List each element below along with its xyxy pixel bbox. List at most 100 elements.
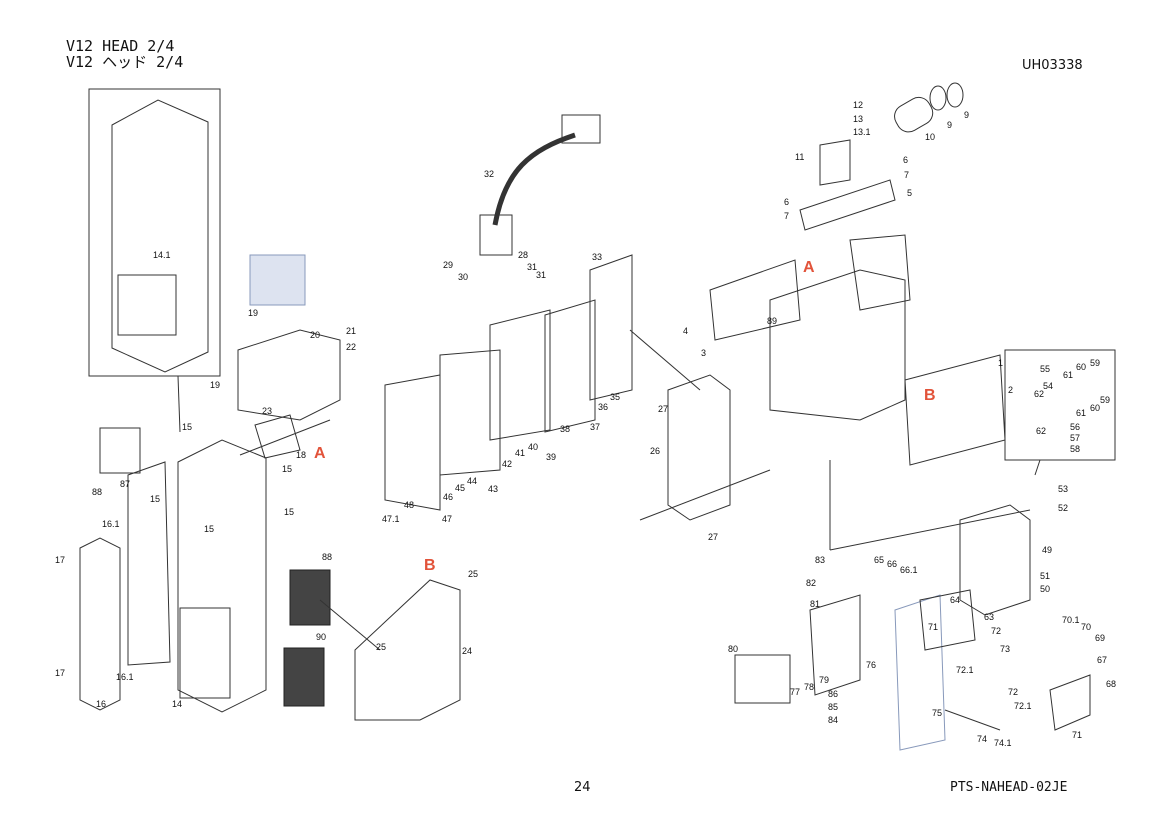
callout: 47 (442, 514, 452, 524)
detail-inset-right (1004, 349, 1116, 461)
callout: 30 (458, 272, 468, 282)
frame-24 (354, 579, 461, 721)
callout: 14.1 (153, 250, 171, 260)
callout: 72 (1008, 687, 1018, 697)
callout: 68 (1106, 679, 1116, 689)
callout: 90 (316, 632, 326, 642)
callout: 71 (928, 622, 938, 632)
cable-connector-top (561, 114, 601, 144)
callout: 50 (1040, 584, 1050, 594)
callout: 60 (1076, 362, 1086, 372)
callout: 84 (828, 715, 838, 725)
pcb-37 (544, 299, 596, 433)
callout: 27 (658, 404, 668, 414)
shaft-74 (944, 709, 1001, 731)
callout: 62 (1036, 426, 1046, 436)
pcb-47 (384, 374, 441, 511)
callout: 18 (296, 450, 306, 460)
callout: 26 (650, 446, 660, 456)
callout: 17 (55, 555, 65, 565)
callout: 57 (1070, 433, 1080, 443)
callout: 69 (1095, 633, 1105, 643)
callout: 62 (1034, 389, 1044, 399)
callout: 22 (346, 342, 356, 352)
callout: 73 (1000, 644, 1010, 654)
head-upper (849, 234, 911, 311)
callout: 76 (866, 660, 876, 670)
callout: 86 (828, 689, 838, 699)
pcb-33 (589, 254, 633, 401)
bracket-68 (1049, 674, 1091, 731)
callout: 71 (1072, 730, 1082, 740)
ring-9b (946, 82, 964, 108)
cover-1 (904, 354, 1006, 466)
detail-leader-right (1034, 459, 1041, 476)
pcb-39 (489, 309, 551, 441)
bracket-5 (799, 179, 896, 231)
callout: 31 (536, 270, 546, 280)
callout: 41 (515, 448, 525, 458)
callout: 89 (767, 316, 777, 326)
callout: 9 (947, 120, 952, 130)
callout: 55 (1040, 364, 1050, 374)
callout: 7 (904, 170, 909, 180)
callout: 85 (828, 702, 838, 712)
callout: 60 (1090, 403, 1100, 413)
title-ja: V12 ヘッド 2/4 (66, 53, 184, 71)
housing-window (179, 607, 231, 699)
callout: 1 (998, 358, 1003, 368)
callout: 36 (598, 402, 608, 412)
housing-frame (177, 439, 267, 713)
callout-labels: 14.1 15 15 15 15 15 16 16.1 16.1 17 17 1… (55, 100, 1116, 748)
callout: 15 (150, 494, 160, 504)
callout: 54 (1043, 381, 1053, 391)
callout: 61 (1076, 408, 1086, 418)
leader-5 (829, 509, 1031, 551)
bracket-20 (237, 329, 341, 421)
callout: 61 (1063, 370, 1073, 380)
detail-inset-box (88, 88, 221, 377)
document-ref: PTS-NAHEAD-02JE (950, 780, 1068, 795)
callout: 23 (262, 406, 272, 416)
pcb-43 (439, 349, 501, 476)
callout: 75 (932, 708, 942, 718)
callout: 24 (462, 646, 472, 656)
label-88 (289, 569, 331, 626)
callout: 21 (346, 326, 356, 336)
callout: 4 (683, 326, 688, 336)
callout: 15 (284, 507, 294, 517)
callout: 58 (1070, 444, 1080, 454)
callout: 59 (1100, 395, 1110, 405)
callout: 80 (728, 644, 738, 654)
callout: 15 (182, 422, 192, 432)
callout: 25 (468, 569, 478, 579)
callout: 19 (248, 308, 258, 318)
ref-mark-a-left: A (314, 445, 326, 462)
leader-1 (319, 599, 381, 651)
callout: 74.1 (994, 738, 1012, 748)
callout: 2 (1008, 385, 1013, 395)
detail-bracket (111, 99, 209, 373)
callout: 29 (443, 260, 453, 270)
cover-3 (709, 259, 801, 341)
callout: 42 (502, 459, 512, 469)
head-body (769, 269, 906, 421)
callout: 11 (795, 152, 804, 162)
callout: 33 (592, 252, 602, 262)
bracket-11 (819, 139, 851, 186)
callout: 40 (528, 442, 538, 452)
ring-9a (929, 85, 947, 111)
callout: 32 (484, 169, 494, 179)
callout: 25 (376, 642, 386, 652)
callout: 46 (443, 492, 453, 502)
callout: 70.1 (1062, 615, 1080, 625)
callout: 88 (322, 552, 332, 562)
callout: 16.1 (116, 672, 134, 682)
callout: 28 (518, 250, 528, 260)
callout: 31 (527, 262, 537, 272)
bracket-18 (254, 414, 301, 459)
bracket-49 (959, 504, 1031, 616)
callout: 15 (204, 524, 214, 534)
callout: 6 (784, 197, 789, 207)
callout: 72.1 (956, 665, 974, 675)
